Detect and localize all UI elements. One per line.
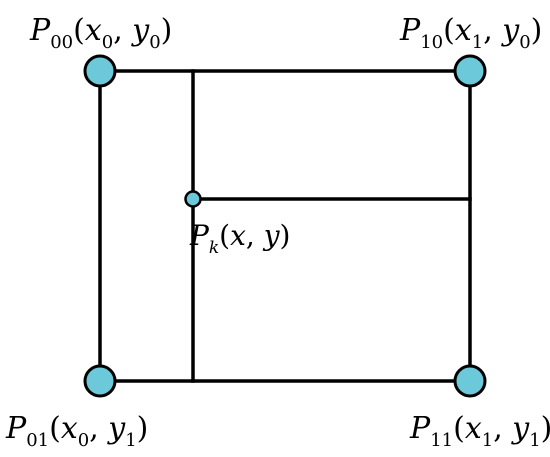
grid-cell: [98, 69, 472, 383]
node-p01: [83, 364, 117, 398]
node-p11: [453, 364, 487, 398]
label-p00: P00(x0, y0): [29, 13, 172, 53]
node-p00: [83, 54, 117, 88]
label-p10: P10(x1, y0): [399, 13, 542, 53]
label-p01: P01(x0, y1): [5, 411, 148, 451]
label-pk: Pk(x, y): [189, 219, 290, 258]
node-pk: [184, 190, 202, 208]
node-p10: [453, 54, 487, 88]
label-p11: P11(x1, y1): [409, 411, 550, 451]
